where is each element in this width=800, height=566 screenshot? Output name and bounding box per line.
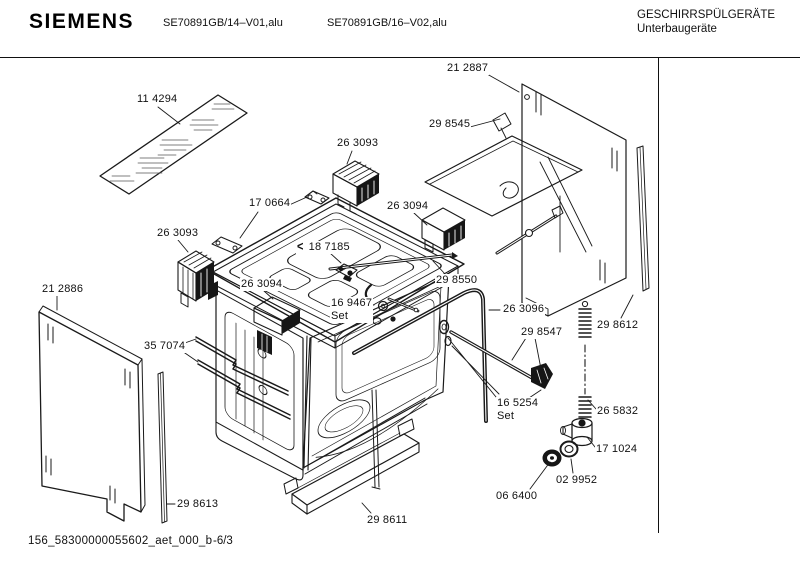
part-number-suffix: Set [497,410,515,423]
model-variant-2: SE70891GB/16–V02,alu [327,17,447,29]
side-strip-right-drawing [636,145,650,292]
part-number: 11 4294 [137,93,178,105]
part-number: 29 8611 [367,514,408,526]
bracket-drawing-2 [211,236,243,254]
part-number: 26 3094 [387,200,429,212]
part-number: 29 8547 [521,326,563,338]
part-number-suffix: Set [331,310,349,323]
part-number: 18 7185 [308,241,350,253]
part-callout: 21 2887 [446,62,490,76]
part-callout: 29 8611 [366,514,409,528]
rear-panel-drawing [521,83,627,317]
model-variant-1: SE70891GB/14–V01,alu [163,17,283,29]
part-callout: 17 1024 [595,443,639,457]
clip-drawing [335,263,358,282]
base-channel-drawing [283,418,420,515]
part-callout: 11 4294 [136,93,179,107]
part-number: 29 8613 [177,498,219,510]
part-callout: 26 3096 [502,303,546,317]
part-callout: 26 5832 [596,405,640,419]
module-26-3093-left-drawing [177,250,218,308]
tub-body-drawing [206,197,465,490]
part-number: 29 8550 [436,274,478,286]
part-callout: 29 8613 [176,498,220,512]
left-panel-drawing [38,305,146,522]
part-number: 02 9952 [556,474,598,486]
part-number: 29 8545 [429,118,471,130]
part-callout: 29 8547 [520,326,564,340]
inlet-valve-column-drawing [542,300,593,467]
part-number: 26 3093 [157,227,199,239]
part-number: 16 5254 [497,397,539,409]
part-number: 26 5832 [597,405,639,417]
part-number: 26 3093 [337,137,379,149]
part-number: 35 7074 [144,340,186,352]
part-number: 26 3094 [241,278,283,290]
page-number: -6/3 [213,535,233,547]
part-number: 17 1024 [596,443,638,455]
part-number: 17 0664 [249,197,291,209]
part-callout: 26 3093 [156,227,200,241]
brand-logo: SIEMENS [29,10,135,33]
appliance-category: GESCHIRRSPÜLGERÄTE Unterbaugeräte [637,9,775,37]
part-number: 21 2887 [447,62,489,74]
top-cover-drawing [424,112,583,217]
part-callout: 35 7074 [143,340,187,354]
part-callout: 29 8612 [596,319,640,333]
header-divider [0,57,800,58]
part-number: 29 8612 [597,319,639,331]
part-callout: 17 0664 [248,197,292,211]
bracket-drawing-1 [304,190,330,205]
document-id: 156_58300000055602_aet_000_b [28,535,213,547]
leader-lines [56,73,634,514]
module-26-3093-top-drawing [332,160,380,215]
fitting-set-drawing [364,283,420,325]
module-26-3094-left-drawing [253,296,301,355]
part-number: 21 2886 [42,283,84,295]
module-26-3094-right-drawing [421,207,466,253]
door-gasket-drawing [352,288,488,423]
part-number: 06 6400 [496,490,538,502]
part-callout: 29 8550 [435,274,479,288]
part-callout: 26 3093 [336,137,380,151]
part-callout: 26 3094 [240,278,284,292]
right-margin-divider [658,58,659,533]
part-callout: 06 6400 [495,490,539,504]
part-callout: 21 2886 [41,283,85,297]
part-callout: 29 8545 [428,118,472,132]
side-strip-left-drawing [157,371,168,524]
left-arrow-icon: < [297,239,304,255]
part-number: 26 3096 [503,303,545,315]
part-callout: 02 9952 [555,474,599,488]
part-number: 16 9467 [331,297,373,309]
instruction-sheet-drawing [99,94,248,195]
subcategory-line: Unterbaugeräte [637,22,717,35]
mounting-rails-drawing [195,336,291,420]
category-line: GESCHIRRSPÜLGERÄTE [637,9,776,21]
part-callout: 26 3094 [386,200,430,214]
part-callout: <18 7185 [296,239,351,255]
